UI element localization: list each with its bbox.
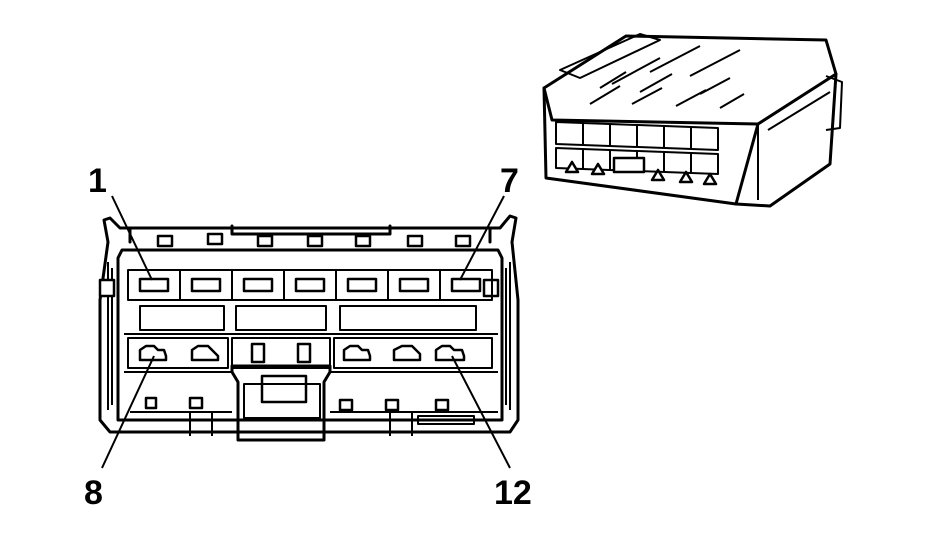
row-1-cavities [127,269,493,301]
connector-isometric-view [542,33,843,208]
callout-12: 12 [494,474,532,512]
callout-8: 8 [84,474,103,512]
connector-face-view [98,214,520,442]
callout-leaders [101,195,511,469]
callout-1: 1 [88,162,107,200]
row-2-cavities [127,337,493,369]
callout-7: 7 [500,162,519,200]
